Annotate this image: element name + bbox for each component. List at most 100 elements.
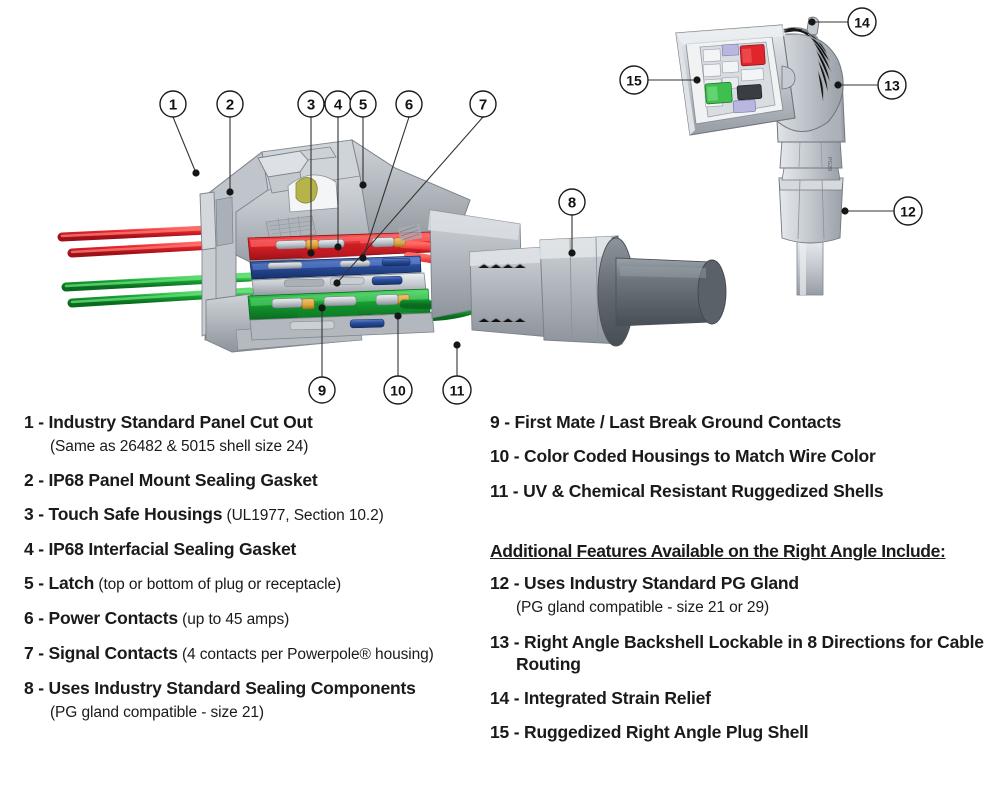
legend-left-item-title: 4 - IP68 Interfacial Sealing Gasket — [24, 539, 479, 560]
legend-left-item-number: 7 - — [24, 643, 49, 664]
legend-right-top-item-label: Color Coded Housings to Match Wire Color — [524, 446, 876, 467]
legend-right-top-item-number: 9 - — [490, 412, 515, 432]
legend-right-bottom-item: 13 - Right Angle Backshell Lockable in 8… — [490, 631, 985, 675]
legend-left-item: 2 - IP68 Panel Mount Sealing Gasket — [24, 470, 479, 491]
legend-left-item-number: 5 - — [24, 573, 49, 594]
callout-4: 4 — [324, 90, 352, 118]
callout-ring-6 — [395, 90, 423, 118]
legend-left-item-number: 1 - — [24, 412, 49, 432]
cutaway-connector-assembly — [57, 139, 727, 353]
legend-right-top-item-title: 11 - UV & Chemical Resistant Ruggedized … — [490, 481, 985, 502]
legend-left-item-number: 4 - — [24, 538, 49, 559]
thread-detail — [477, 263, 527, 323]
legend-left-item-note: (UL1977, Section 10.2) — [222, 507, 384, 525]
legend-right-top-item: 11 - UV & Chemical Resistant Ruggedized … — [490, 481, 985, 502]
callout-ring-13 — [877, 70, 907, 100]
legend-right-bottom-item-label: Ruggedized Right Angle Plug Shell — [524, 722, 809, 743]
legend-list-left: 1 - Industry Standard Panel Cut Out (Same… — [24, 412, 479, 723]
legend-right-bottom-item-label: Right Angle Backshell Lockable in 8 Dire… — [516, 631, 984, 674]
callout-1: 1 — [159, 90, 187, 118]
callout-5: 5 — [349, 90, 377, 118]
legend-right-bottom-item-label: Integrated Strain Relief — [524, 687, 711, 708]
callout-ring-11 — [442, 375, 472, 405]
callout-ring-10 — [383, 375, 413, 405]
legend-left-item: 8 - Uses Industry Standard Sealing Compo… — [24, 678, 479, 723]
legend-left-item-note: (4 contacts per Powerpole® housing) — [177, 646, 434, 664]
legend-left-item-label: Industry Standard Panel Cut Out — [48, 412, 313, 432]
legend-column-right: 9 - First Mate / Last Break Ground Conta… — [490, 412, 985, 757]
pg-gland — [778, 167, 844, 244]
callout-ring-12 — [893, 196, 923, 226]
callout-number-4: 4 — [334, 97, 343, 114]
legend-right-bottom-item-subnote: (PG gland compatible - size 21 or 29) — [516, 599, 770, 617]
cable — [796, 239, 824, 296]
callout-number-1: 1 — [169, 97, 177, 114]
legend-left-item-title: 7 - Signal Contacts (4 contacts per Powe… — [24, 643, 479, 665]
legend-left-item: 4 - IP68 Interfacial Sealing Gasket — [24, 539, 479, 560]
callout-dots — [192, 18, 849, 349]
coupling-nut: PG29 — [779, 139, 843, 171]
callout-number-5: 5 — [359, 97, 367, 114]
callout-number-3: 3 — [307, 97, 315, 114]
legend-left-item-title: 2 - IP68 Panel Mount Sealing Gasket — [24, 470, 479, 491]
callout-ring-3 — [297, 90, 325, 118]
legend-left-item-label: IP68 Panel Mount Sealing Gasket — [48, 469, 318, 490]
legend-left-item: 3 - Touch Safe Housings (UL1977, Section… — [24, 504, 479, 526]
interfacial-gasket — [295, 177, 318, 204]
shell-marking — [397, 224, 423, 242]
sealing-components-backshell — [469, 235, 727, 347]
callout-ring-1 — [159, 90, 187, 118]
legend-list-right-bottom: 12 - Uses Industry Standard PG Gland (PG … — [490, 573, 985, 744]
legend-left-item-number: 6 - — [24, 608, 49, 629]
callout-8: 8 — [558, 188, 586, 216]
right-angle-plug-assembly: PG29 — [675, 16, 846, 296]
legend-right-top-item-label: First Mate / Last Break Ground Contacts — [514, 412, 842, 432]
legend-left-item-note: (top or bottom of plug or receptacle) — [94, 576, 342, 594]
legend-right-bottom-item-number: 13 - — [490, 631, 525, 652]
legend-left-item-title: 8 - Uses Industry Standard Sealing Compo… — [24, 678, 479, 699]
latch — [257, 146, 337, 194]
legend-left-item: 1 - Industry Standard Panel Cut Out (Same… — [24, 412, 479, 457]
gland-marking-text: PG29 — [826, 157, 832, 171]
legend-right-bottom-item-number: 14 - — [490, 687, 525, 708]
callout-ring-9 — [308, 376, 336, 404]
legend-right-bottom-item-label: Uses Industry Standard PG Gland — [524, 573, 799, 594]
legend-left-item-number: 8 - — [24, 678, 49, 699]
legend: 1 - Industry Standard Panel Cut Out (Same… — [0, 412, 1000, 797]
legend-right-top-item-number: 10 - — [490, 446, 525, 467]
legend-right-bottom-item: 15 - Ruggedized Right Angle Plug Shell — [490, 722, 985, 743]
callout-number-9: 9 — [318, 383, 326, 400]
legend-left-item-title: 6 - Power Contacts (up to 45 amps) — [24, 608, 479, 630]
callout-number-8: 8 — [568, 195, 576, 212]
legend-left-item-label: Uses Industry Standard Sealing Component… — [48, 678, 416, 699]
legend-left-item-label: IP68 Interfacial Sealing Gasket — [48, 538, 297, 559]
legend-right-bottom-item-number: 12 - — [490, 573, 525, 594]
callout-number-7: 7 — [479, 97, 487, 114]
legend-left-item-title: 1 - Industry Standard Panel Cut Out — [24, 412, 479, 433]
callout-number-11: 11 — [450, 383, 465, 399]
callout-10: 10 — [383, 375, 413, 405]
legend-left-item-label: Touch Safe Housings — [48, 504, 223, 525]
legend-right-top-item-title: 9 - First Mate / Last Break Ground Conta… — [490, 412, 985, 433]
callout-13: 13 — [877, 70, 907, 100]
callout-11: 11 — [442, 375, 472, 405]
legend-left-item-subnote: (Same as 26482 & 5015 shell size 24) — [50, 438, 309, 456]
legend-left-item-label: Signal Contacts — [48, 643, 178, 664]
legend-list-right-top: 9 - First Mate / Last Break Ground Conta… — [490, 412, 985, 502]
connector-illustration: PG29 — [57, 7, 923, 405]
callout-3: 3 — [297, 90, 325, 118]
legend-right-top-item-label: UV & Chemical Resistant Ruggedized Shell… — [523, 480, 884, 501]
legend-left-item-label: Latch — [48, 573, 95, 594]
callout-number-10: 10 — [390, 383, 406, 399]
legend-right-bottom-item: 12 - Uses Industry Standard PG Gland (PG … — [490, 573, 985, 618]
callout-number-12: 12 — [900, 204, 916, 220]
callout-ring-2 — [216, 90, 244, 118]
legend-left-item-title: 5 - Latch (top or bottom of plug or rece… — [24, 573, 479, 595]
callout-ring-7 — [469, 90, 497, 118]
legend-right-top-item-title: 10 - Color Coded Housings to Match Wire … — [490, 446, 985, 467]
legend-right-bottom-item-title: 13 - Right Angle Backshell Lockable in 8… — [490, 631, 985, 675]
callout-number-13: 13 — [884, 78, 900, 94]
legend-section-heading: Additional Features Available on the Rig… — [490, 541, 946, 562]
legend-gap — [490, 515, 985, 541]
